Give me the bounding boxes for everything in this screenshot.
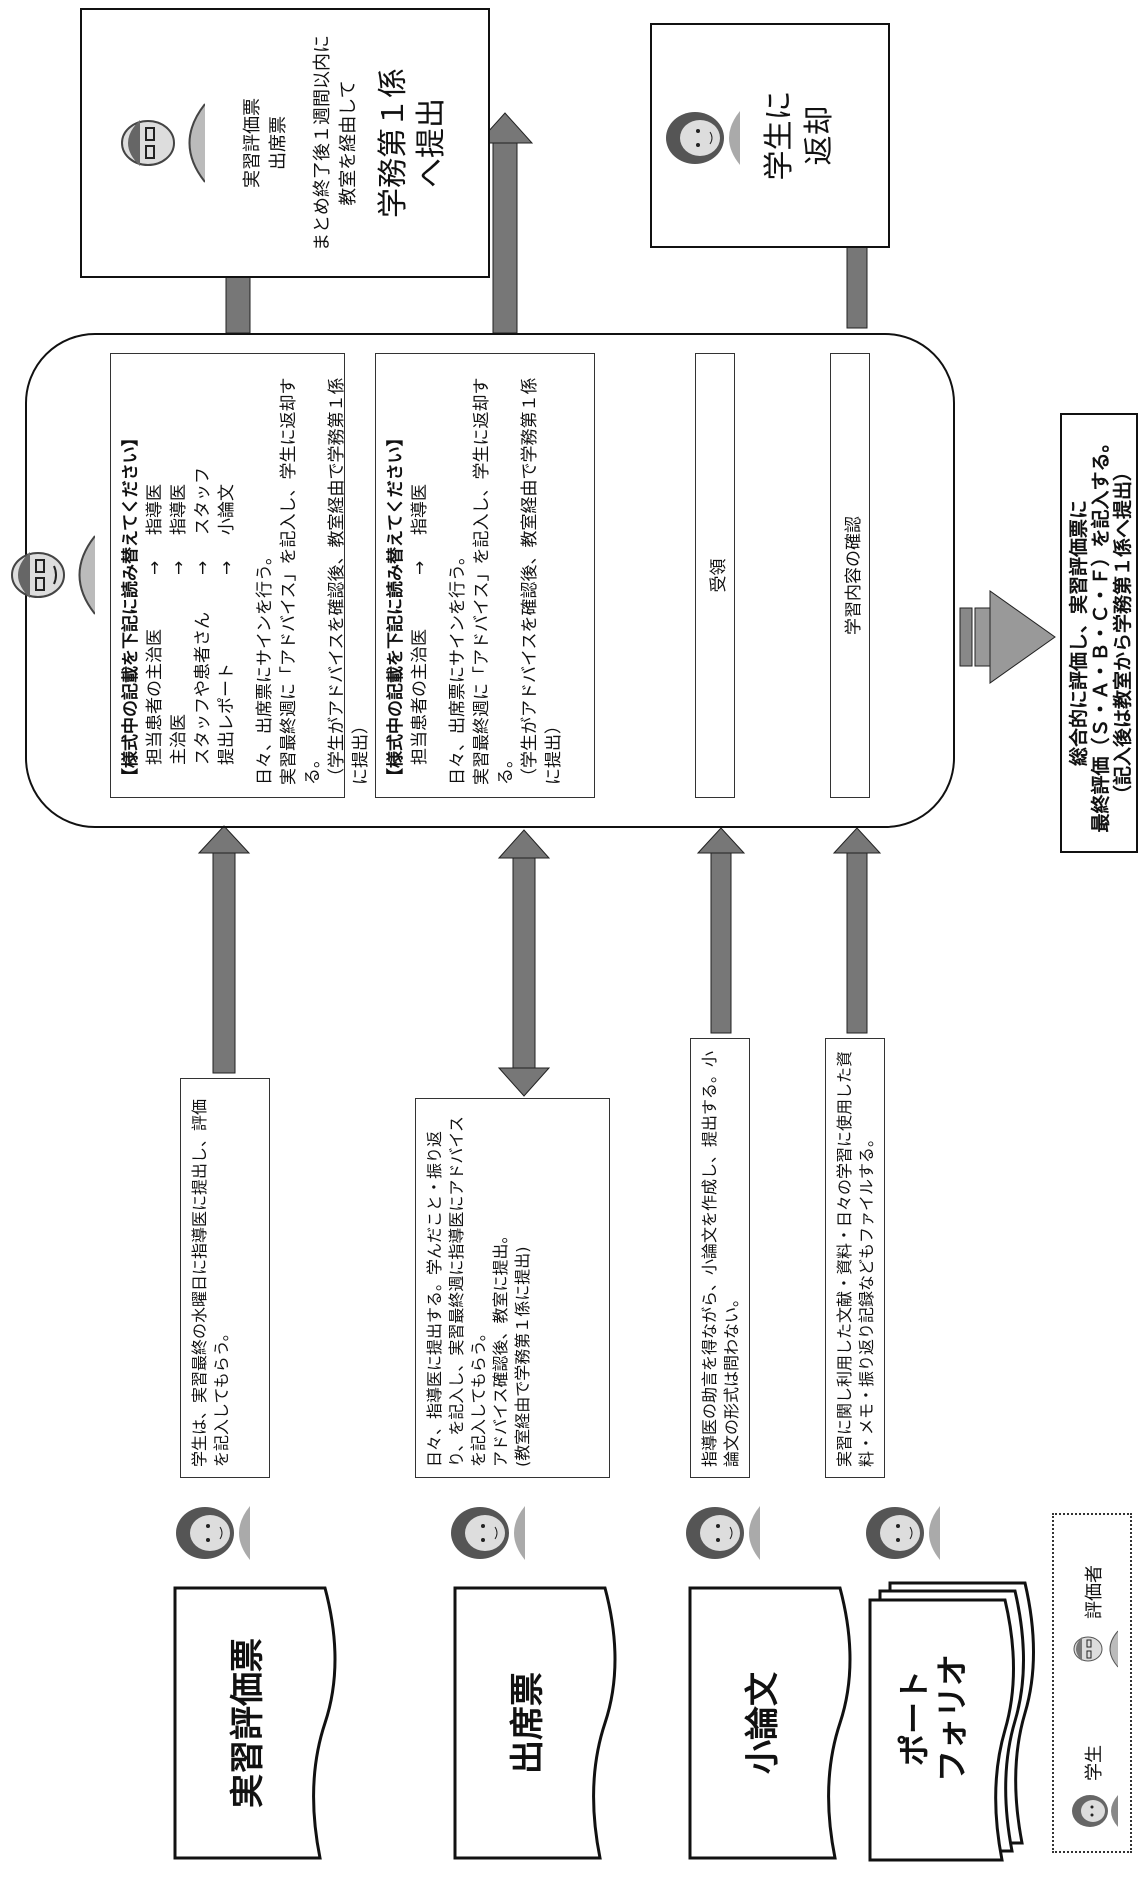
mapping-row: 担当患者の主治医→指導医 [408,366,432,785]
mapping-heading: 【様式中の記載を下記に読み替えてください】 [384,366,408,785]
evaluator-box-shoronbun: 受領 [695,353,735,798]
mapping-row: 提出レポート→小論文 [215,366,239,785]
evaluator-face-icon [110,98,205,188]
submit-large-text: 学務第１係 へ提出 [375,18,451,268]
evaluator-box-portfolio: 学習内容の確認 [830,353,870,798]
mapping-heading: 【様式中の記載を下記に読み替えてください】 [119,366,143,785]
submit-small-text: 実習評価票 出席票 [240,18,292,268]
mapping-row: スタッフや患者さん→スタッフ [191,366,215,785]
submit-medium-text: まとめ終了後１週間以内に 教室を経由して [310,18,362,268]
down-arrow-icon [960,591,1055,683]
evaluator-box-shusseki: 【様式中の記載を下記に読み替えてください】 担当患者の主治医→指導医 日々、出席… [375,353,595,798]
right-arrow-icon [698,828,744,1033]
student-face-icon [660,103,740,173]
double-arrow-icon [499,830,549,1096]
return-text: 学生に 返却 [760,23,840,248]
confirm-label: 学習内容の確認 [844,516,864,635]
mapping-row: 主治医→指導医 [167,366,191,785]
evaluator-face-icon [0,530,95,620]
final-evaluation-box: 総合的に評価し、実習評価票に 最終評価（Ｓ・Ａ・Ｂ・Ｃ・Ｆ）を記入する。 （記入… [1060,413,1138,853]
evaluator-body-text: 日々、出席票にサインを行う。 実習最終週に「アドバイス」を記入し、学生に返却する… [253,366,373,785]
evaluator-body-text: 日々、出席票にサインを行う。 実習最終週に「アドバイス」を記入し、学生に返却する… [446,366,566,785]
evaluator-box-jisshu-hyoka: 【様式中の記載を下記に読み替えてください】 担当患者の主治医→指導医 主治医→指… [110,353,345,798]
right-arrow-icon [834,828,880,1033]
right-arrow-icon [199,826,249,1073]
mapping-row: 担当患者の主治医→指導医 [143,366,167,785]
received-label: 受領 [709,559,729,593]
